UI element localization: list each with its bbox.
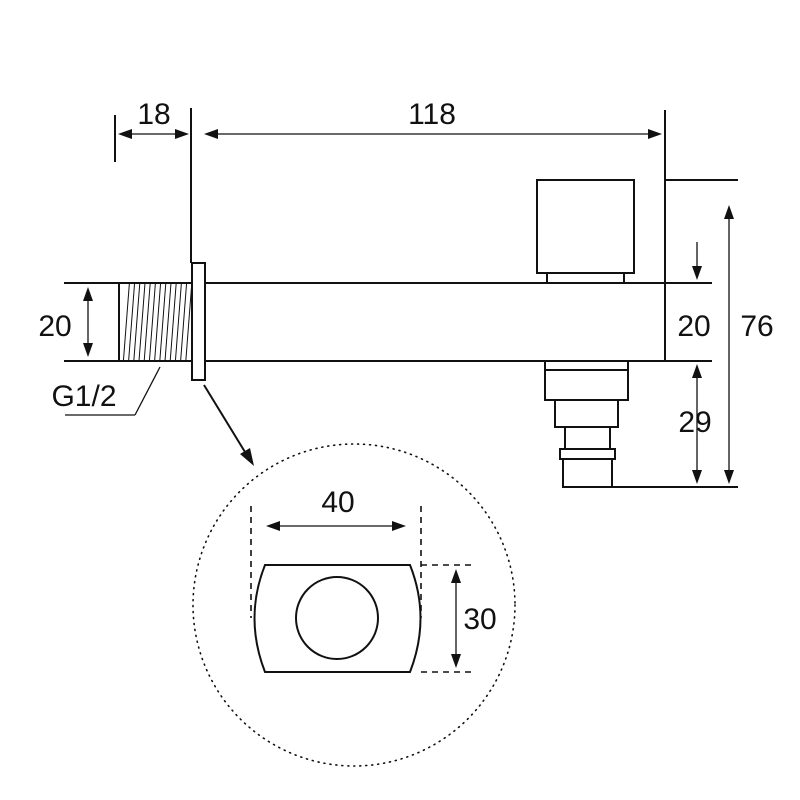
thread-line [154,282,162,362]
thread-line [174,282,182,362]
thread-spec-label: G1/2 [51,380,116,413]
dim-label-pipe-right: 20 [677,310,710,343]
threaded-connector [64,282,193,362]
dim-label-total-height: 76 [740,310,773,343]
dim-label-flange-height: 30 [463,603,496,636]
thread-line [133,282,141,362]
thread-line [169,282,177,362]
thread-line [128,282,136,362]
thread-line [159,282,167,362]
thread-leader [65,366,161,416]
dim-label-flange-width: 40 [321,486,354,519]
dimension-30 [421,564,476,673]
thread-line [143,282,151,362]
dimension-29 [612,470,738,488]
dimension-20-right [692,242,702,470]
flange-front-view [253,564,422,673]
spout-body [205,282,712,362]
thread-line [122,282,130,362]
dim-label-outlet-height: 29 [678,406,711,439]
wall-flange [191,262,206,381]
detail-circle [192,443,516,767]
thread-line [185,282,193,362]
dim-label-pipe-left: 20 [38,310,71,343]
thread-line [148,282,156,362]
dimension-118 [204,110,666,283]
dim-label-spout-length: 118 [408,98,456,131]
dim-label-wall-offset: 18 [137,98,170,131]
dimension-20-left [83,287,93,357]
thread-line [164,282,172,362]
handle-knob [536,179,635,284]
dimension-76 [665,179,738,484]
outlet-fitting [544,360,629,488]
thread-line [180,282,188,362]
dimension-40 [250,506,422,618]
thread-line [138,282,146,362]
detail-callout-arrow [203,384,254,466]
dimension-18 [114,108,192,263]
